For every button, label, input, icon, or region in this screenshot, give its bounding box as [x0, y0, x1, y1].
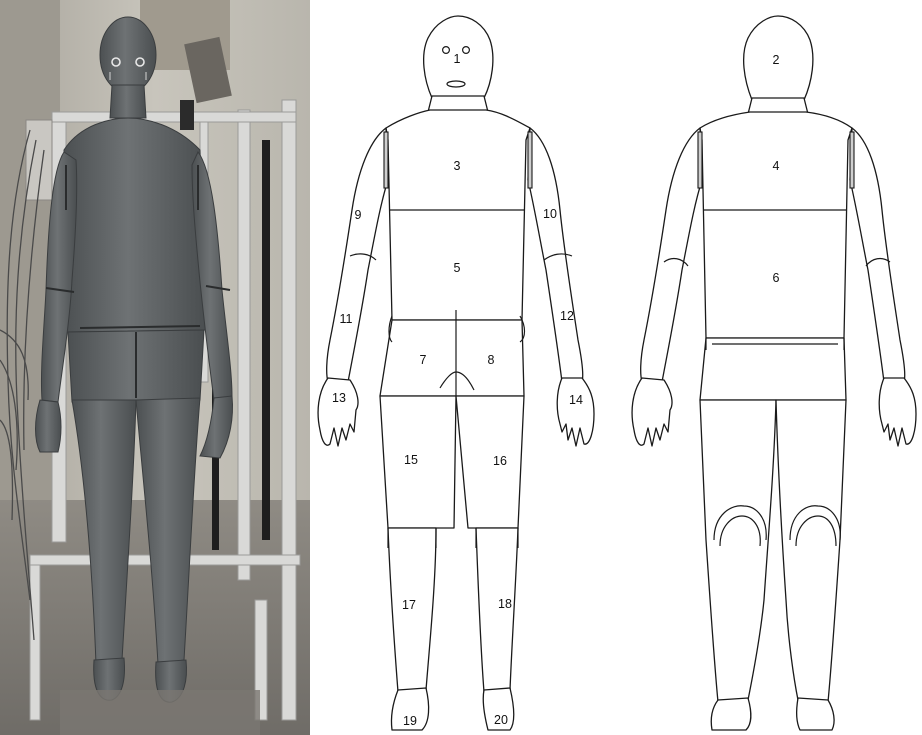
- segment-label: 15: [404, 453, 418, 467]
- segment-label: 9: [355, 208, 362, 222]
- segment-label: 8: [488, 353, 495, 367]
- segment-label: 10: [543, 207, 557, 221]
- front-left-arm-outline: [327, 128, 388, 382]
- segment-label: 19: [403, 714, 417, 728]
- segment-label: 6: [773, 271, 780, 285]
- front-right-hand-outline: [557, 378, 594, 446]
- segment-label: 4: [773, 159, 780, 173]
- segment-label: 16: [493, 454, 507, 468]
- segment-label: 18: [498, 597, 512, 611]
- segment-label: 1: [454, 52, 461, 66]
- segment-label: 3: [454, 159, 461, 173]
- segment-label: 17: [402, 598, 416, 612]
- segment-label: 2: [773, 53, 780, 67]
- front-view: [318, 16, 594, 730]
- segment-label: 20: [494, 713, 508, 727]
- segment-label: 14: [569, 393, 583, 407]
- segment-label: 13: [332, 391, 346, 405]
- segment-label: 12: [560, 309, 574, 323]
- segment-label: 7: [420, 353, 427, 367]
- segment-label: 11: [340, 312, 353, 326]
- manikin-photo: [0, 0, 310, 735]
- front-torso-outline: [386, 110, 530, 320]
- front-pelvis-outline: [380, 320, 524, 396]
- segment-label: 5: [454, 261, 461, 275]
- front-left-hand-outline: [318, 378, 358, 446]
- back-view: [632, 16, 916, 730]
- segment-diagram: 1 2 3 4 5 6 7 8 9 10 11 12 13 14 15 16 1…: [310, 0, 922, 735]
- back-torso-outline: [700, 112, 852, 338]
